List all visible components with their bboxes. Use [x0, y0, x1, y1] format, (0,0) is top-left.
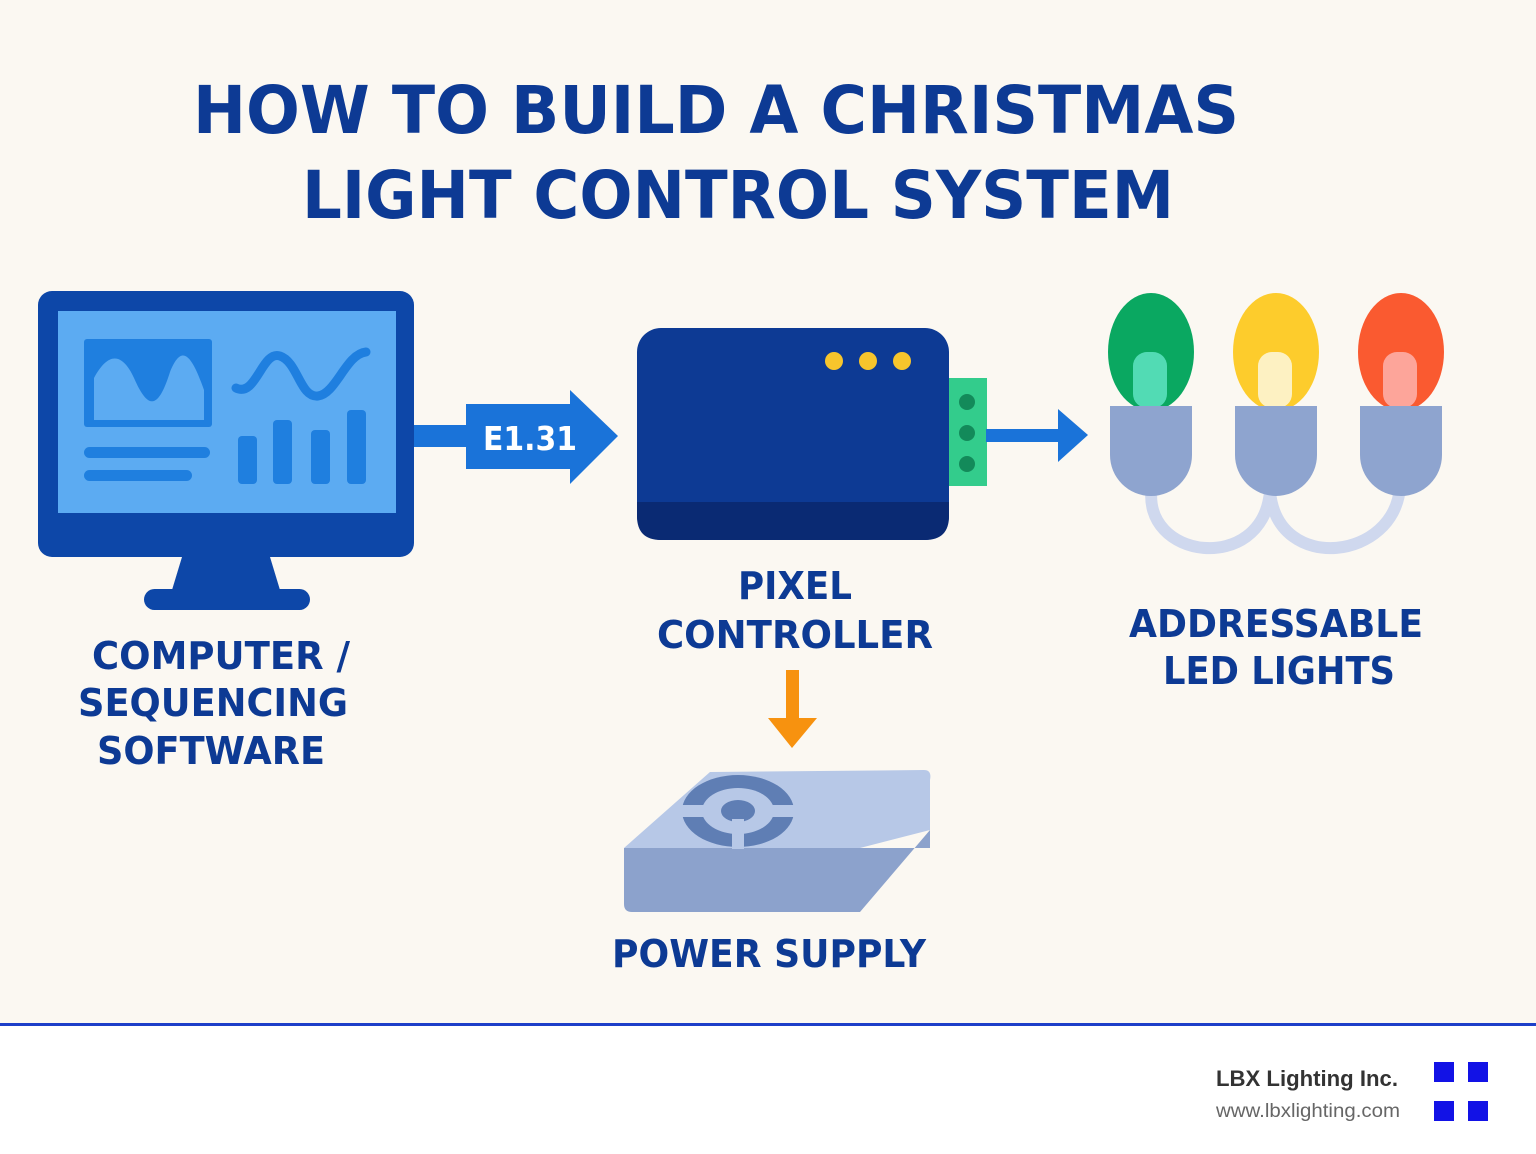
company-name: LBX Lighting Inc. — [1216, 1066, 1398, 1091]
footer-divider — [0, 1023, 1536, 1026]
logo-squares-icon — [1434, 1062, 1488, 1121]
title-line-2: LIGHT CONTROL SYSTEM — [302, 157, 1174, 234]
edge-computer-to-controller: E1.31 — [414, 390, 618, 484]
controller-label-line-1: PIXEL — [738, 564, 852, 608]
bulb-yellow — [1233, 293, 1319, 496]
led-bulbs-icon — [1108, 293, 1444, 555]
computer-label-line-2: SEQUENCING — [78, 681, 348, 725]
bulb-green — [1108, 293, 1194, 496]
footer-background — [0, 1026, 1536, 1154]
title-line-1: HOW TO BUILD A CHRISTMAS — [193, 72, 1239, 149]
computer-label-line-1: COMPUTER / — [92, 634, 350, 678]
edge-controller-to-power — [768, 670, 817, 748]
lights-label-line-1: ADDRESSABLE — [1129, 602, 1423, 646]
company-url: www.lbxlighting.com — [1215, 1101, 1400, 1122]
power-label: POWER SUPPLY — [612, 932, 926, 976]
power-supply-icon — [624, 770, 931, 912]
computer-label-line-3: SOFTWARE — [97, 729, 325, 773]
e131-label: E1.31 — [483, 419, 577, 458]
edge-controller-to-lights — [986, 409, 1088, 462]
bulb-red — [1358, 293, 1444, 496]
monitor-icon — [38, 291, 414, 610]
pixel-controller-icon — [637, 328, 987, 540]
lights-label-line-2: LED LIGHTS — [1163, 649, 1395, 693]
controller-label-line-2: CONTROLLER — [657, 613, 933, 657]
